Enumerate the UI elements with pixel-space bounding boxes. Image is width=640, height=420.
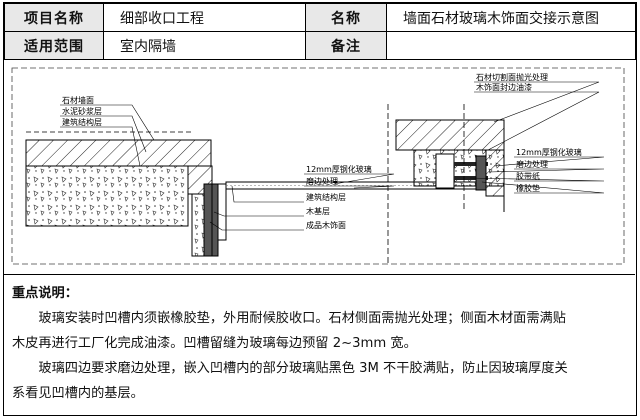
detail-sheet: 项目名称 细部收口工程 名称 墙面石材玻璃木饰面交接示意图 适用范围 室内隔墙 … [3,2,637,416]
right-wall-section [387,104,505,264]
annotation-labels: 石材墙面 水泥砂浆层 建筑结构层 12mm厚钢化玻璃 磨边处理 建筑结构层 木基… [62,72,582,230]
label-cement-layer: 水泥砂浆层 [62,106,102,116]
notes-paragraph-1: 玻璃安装时凹槽内须嵌橡胶垫，外用耐候胶收口。石材侧面需抛光处理；侧面木材面需满贴 [38,311,566,326]
drawing-frame [11,67,625,265]
label-wood-base: 木基层 [306,206,330,216]
remark-label: 备注 [305,31,387,60]
scope-value: 室内隔墙 [103,31,306,60]
notes-paragraph-1-cont: 木皮再进行工厂化完成油漆。凹槽留缝为玻璃每边预留 2~3mm 宽。 [12,336,417,351]
label-stone-wall: 石材墙面 [62,95,94,105]
label-edge-grinding: 磨边处理 [306,176,338,186]
drawing-name-label: 名称 [305,3,387,32]
label-tape: 胶带纸 [516,171,540,181]
label-structure-bottom: 建筑结构层 [306,192,346,202]
section-drawing-svg: 石材墙面 水泥砂浆层 建筑结构层 12mm厚钢化玻璃 磨边处理 建筑结构层 木基… [11,67,625,265]
label-wood-finish: 成品木饰面 [306,220,346,230]
notes-paragraph-2: 玻璃四边要求磨边处理，嵌入凹槽内的部分玻璃贴黑色 3M 不干胶满贴，防止因玻璃厚… [38,361,568,376]
key-notes: 重点说明： 玻璃安装时凹槽内须嵌橡胶垫，外用耐候胶收口。石材侧面需抛光处理；侧面… [4,275,635,415]
label-glass-12mm: 12mm厚钢化玻璃 [306,164,372,174]
notes-title: 重点说明： [12,286,78,301]
scope-label: 适用范围 [4,31,104,60]
remark-value [386,31,636,60]
project-name-value: 细部收口工程 [103,3,306,32]
label-edge-grinding-right: 磨边处理 [516,159,548,169]
header-table: 项目名称 细部收口工程 名称 墙面石材玻璃木饰面交接示意图 适用范围 室内隔墙 … [4,3,636,60]
project-name-label: 项目名称 [4,3,104,32]
notes-paragraph-2-cont: 系看见凹槽内的基层。 [12,386,144,401]
label-rubber-pad: 橡胶垫 [516,183,540,193]
label-structure-left: 建筑结构层 [62,117,102,127]
label-glass-12mm-right: 12mm厚钢化玻璃 [516,147,582,157]
left-wall-section [25,131,227,257]
label-stone-polish: 石材切割面抛光处理 [476,72,548,82]
drawing-name-value: 墙面石材玻璃木饰面交接示意图 [386,3,636,32]
leader-lines [60,81,605,231]
label-wood-edge-paint: 木饰面封边油漆 [476,82,532,92]
detail-drawing: 石材墙面 水泥砂浆层 建筑结构层 12mm厚钢化玻璃 磨边处理 建筑结构层 木基… [4,62,635,275]
